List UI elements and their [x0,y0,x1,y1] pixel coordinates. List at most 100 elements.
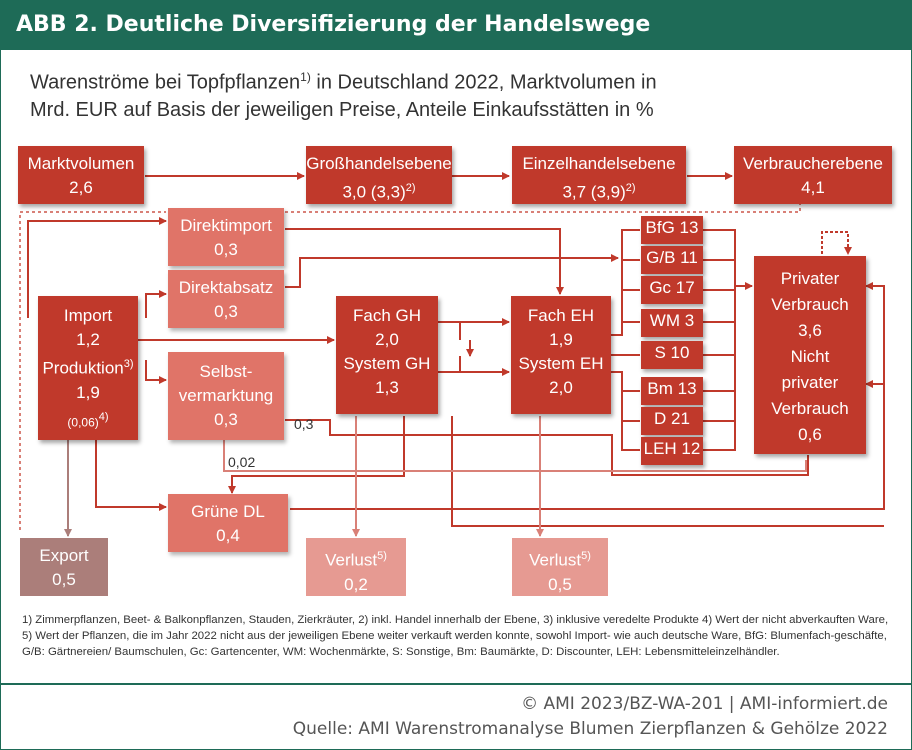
node-direktimport: Direktimport 0,3 [168,208,284,266]
footnote: 1) Zimmerpflanzen, Beet- & Balkonpflanze… [22,614,889,658]
figure-subtitle: Warenströme bei Topfpflanzen1) in Deutsc… [30,64,890,124]
channel-bm: Bm 13 [641,377,703,405]
level-einzelhandel-sup: 2) [625,182,636,194]
node-verlust-gh: Verlust5) 0,2 [306,538,406,596]
node-produktion-sup: 3) [123,358,134,370]
node-facheh-value: 1,9 [549,330,573,349]
figure-title: ABB 2. Deutliche Diversifizierung der Ha… [0,0,912,50]
node-privat-v2: 0,6 [798,425,822,444]
node-direktimport-label: Direktimport [180,216,272,235]
node-selbst-label2: vermarktung [178,386,274,405]
level-marktvolumen-label: Marktvolumen [27,154,135,173]
node-facheh-label: Fach EH [527,306,595,325]
arrow-dotted-top [19,202,801,530]
level-grosshandel-label: Großhandelsebene [306,154,452,173]
node-direktabsatz-value: 0,3 [214,302,238,321]
node-privat-v1: 3,6 [798,321,822,340]
node-produktion-value: 1,9 [76,382,100,402]
arrow-privat-loop [821,231,852,255]
level-grosshandel-value: 3,0 (3,3) [342,182,406,202]
level-einzelhandel: Einzelhandelsebene 3,7 (3,9)2) [512,146,686,204]
node-produktion-label: Produktion [42,358,124,378]
arrow-privat-back [865,282,885,509]
node-fachgh-value: 2,0 [375,330,399,349]
arrow-import-selbst [145,360,167,384]
channel-s: S 10 [641,341,703,369]
node-export: Export 0,5 [20,538,108,596]
node-export-value: 0,5 [52,570,76,589]
level-einzelhandel-label: Einzelhandelsebene [522,154,676,173]
node-verlust-gh-sup: 5) [377,550,387,562]
node-import-value: 1,2 [76,330,100,349]
subtitle-line1-a: Warenströme bei Topfpflanzen [30,71,301,94]
flow-label-selbst: 0,3 [294,416,314,432]
arrow-selbst-privat [285,419,809,476]
arrow-import-direktabsatz [145,290,167,318]
level-grosshandel-sup: 2) [405,182,416,194]
source-line: Quelle: AMI Warenstromanalyse Blumen Zie… [292,719,888,739]
channel-bfg: BfG 13 [641,216,703,244]
arrow-import-gruene [95,440,167,511]
channel-gb: G/B 11 [641,246,703,274]
node-systemgh-label: System GH [343,354,431,373]
channel-leh: LEH 12 [641,437,703,465]
node-unsold-sup: 4) [98,410,109,423]
node-gruene-value: 0,4 [216,526,240,545]
node-systemgh-value: 1,3 [375,378,399,397]
level-grosshandel: Großhandelsebene 3,0 (3,3)2) [306,146,452,204]
node-fachgh-label: Fach GH [352,306,422,325]
subtitle-line1-b: in Deutschland 2022, Marktvolumen in [310,71,657,94]
node-systemeh-label: System EH [518,354,604,373]
footer-divider [0,683,912,685]
level-verbraucher: Verbraucherebene 4,1 [734,146,892,204]
arrow-import-direktimport [27,217,167,318]
node-verlust-eh-sup: 5) [581,550,591,562]
node-verlust-eh-label: Verlust [529,550,582,570]
subtitle-sup: 1) [300,70,311,84]
node-import-produktion: Import 1,2 Produktion3) 1,9 (0,06)4) [38,296,138,440]
arrow-direktabsatz-channels [285,254,619,288]
node-privat-l5: Verbrauch [771,399,849,418]
channel-wm: WM 3 [641,309,703,337]
node-export-label: Export [39,546,89,565]
level-verbraucher-value: 4,1 [801,178,825,197]
node-privat-l3: Nicht [790,347,830,366]
node-unsold-value: (0,06) [67,415,99,430]
flow-label-gruene: 0,02 [228,454,256,470]
node-selbstvermarktung: Selbst- vermarktung 0,3 [168,352,284,440]
level-verbraucher-label: Verbraucherebene [743,154,883,173]
channel-d: D 21 [641,407,703,435]
node-fach-eh: Fach EH 1,9 System EH 2,0 [511,296,611,414]
node-direktabsatz-label: Direktabsatz [178,278,274,297]
node-direktimport-value: 0,3 [214,240,238,259]
node-direktabsatz: Direktabsatz 0,3 [168,270,284,328]
node-systemeh-value: 2,0 [549,378,573,397]
node-verlust-gh-value: 0,2 [344,574,368,594]
arrow-selbst-gruene [223,440,807,472]
arrow-systemeh-channels [610,371,640,451]
node-privat-l1: Privater [780,269,840,288]
level-einzelhandel-value: 3,7 (3,9) [562,182,626,202]
node-fach-gh: Fach GH 2,0 System GH 1,3 [336,296,438,414]
level-marktvolumen: Marktvolumen 2,6 [18,146,144,204]
node-privat-l4: privater [781,373,839,392]
node-import-label: Import [63,306,113,325]
node-verlust-gh-label: Verlust [325,550,378,570]
arrow-facheh-channels [610,229,640,356]
node-verlust-eh-value: 0,5 [548,574,572,594]
channel-gc: Gc 17 [641,276,703,304]
arrow-channels-privat [703,229,736,451]
level-marktvolumen-value: 2,6 [69,178,93,197]
node-privater-verbrauch: Privater Verbrauch 3,6 Nicht privater Ve… [754,256,866,454]
node-selbst-value: 0,3 [214,410,238,429]
copyright: © AMI 2023/BZ-WA-201 | AMI-informiert.de [521,694,888,714]
arrow-gh-gruene [228,416,405,494]
arrow-direktimport-facheh [285,228,564,295]
node-gruene-label: Grüne DL [191,502,265,521]
node-selbst-label1: Selbst- [199,362,253,381]
node-gruene-dl: Grüne DL 0,4 [168,494,288,552]
node-verlust-eh: Verlust5) 0,5 [512,538,608,596]
node-privat-l2: Verbrauch [771,295,849,314]
subtitle-line2: Mrd. EUR auf Basis der jeweiligen Preise… [30,98,654,121]
